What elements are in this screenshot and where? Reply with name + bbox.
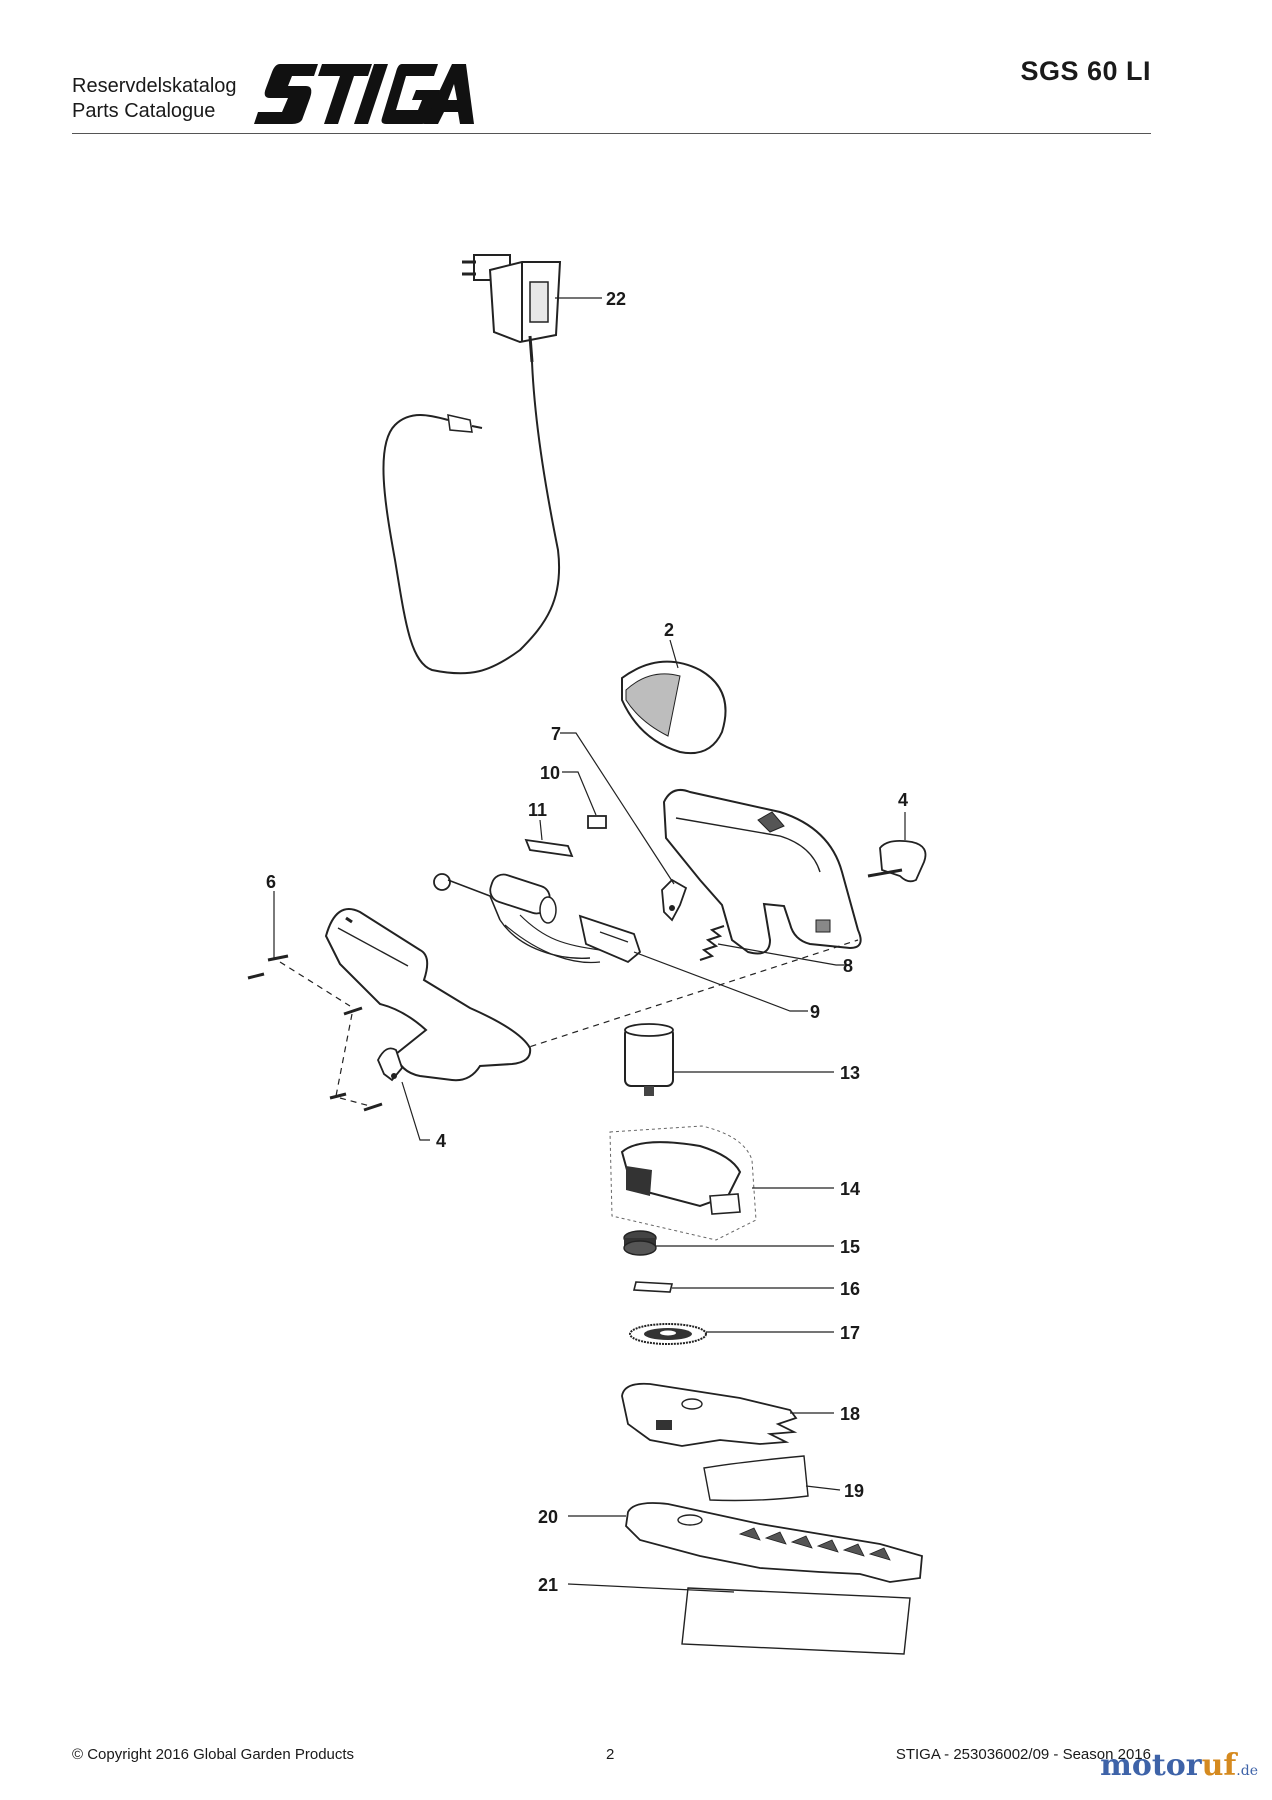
guard-sheet-large — [681, 1587, 911, 1655]
washer-plate — [632, 1281, 674, 1293]
contact-block — [587, 815, 607, 829]
document-reference: STIGA - 253036002/09 - Season 2016 — [895, 1746, 1151, 1763]
battery-clip — [524, 838, 574, 858]
gear-wheel — [629, 1323, 707, 1345]
callout-2: 2 — [664, 620, 674, 640]
callout-4-right: 4 — [898, 790, 908, 810]
watermark-tld: .de — [1236, 1763, 1258, 1779]
gearbox-housing — [609, 1125, 757, 1241]
assembly-guide-lines — [279, 939, 859, 1107]
callout-14: 14 — [840, 1179, 860, 1199]
housing-half-upper — [662, 789, 862, 955]
catalog-title-swedish: Reservdelskatalog — [72, 75, 237, 97]
callout-16: 16 — [840, 1279, 860, 1299]
callout-6: 6 — [266, 872, 276, 892]
callout-21: 21 — [538, 1575, 558, 1595]
header-divider — [72, 133, 1151, 134]
callout-15: 15 — [840, 1237, 860, 1257]
trigger-button-right — [867, 839, 927, 883]
callout-11: 11 — [528, 800, 547, 820]
electric-motor — [624, 1023, 674, 1096]
model-name: SGS 60 LI — [1020, 56, 1151, 86]
watermark-part-1: motor — [1100, 1748, 1202, 1783]
battery-pack-with-wiring — [433, 873, 601, 964]
callout-8: 8 — [843, 956, 853, 976]
battery-cover — [621, 660, 727, 754]
housing-half-lower — [324, 908, 532, 1082]
callout-10: 10 — [540, 763, 560, 783]
adjustment-knob — [623, 1230, 657, 1256]
callout-20: 20 — [538, 1507, 558, 1527]
catalog-title-english: Parts Catalogue — [72, 100, 216, 122]
hedge-trimmer-blade — [625, 1502, 923, 1583]
switch-lever — [661, 878, 688, 922]
catalog-title: Reservdelskatalog Parts Catalogue — [72, 74, 237, 124]
shear-blade — [621, 1382, 798, 1447]
switch-slider — [578, 914, 642, 964]
callout-9: 9 — [810, 1002, 820, 1022]
guard-sheet-small — [703, 1455, 809, 1502]
copyright-notice: © Copyright 2016 Global Garden Products — [72, 1746, 355, 1763]
callout-7: 7 — [551, 724, 561, 744]
stiga-logo — [254, 64, 474, 124]
screws — [247, 954, 383, 1112]
callout-19: 19 — [844, 1481, 864, 1501]
callout-18: 18 — [840, 1404, 860, 1424]
watermark: motoruf.de — [1100, 1748, 1258, 1783]
callout-22: 22 — [606, 289, 626, 309]
charger-cable — [382, 361, 561, 675]
spring — [699, 925, 725, 961]
watermark-part-2: uf — [1201, 1748, 1237, 1783]
page-number: 2 — [606, 1746, 615, 1763]
callout-17: 17 — [840, 1323, 860, 1343]
callout-13: 13 — [840, 1063, 860, 1083]
trigger-button-left — [377, 1047, 404, 1082]
callout-4-left: 4 — [436, 1131, 446, 1151]
charger-adapter — [462, 254, 562, 363]
